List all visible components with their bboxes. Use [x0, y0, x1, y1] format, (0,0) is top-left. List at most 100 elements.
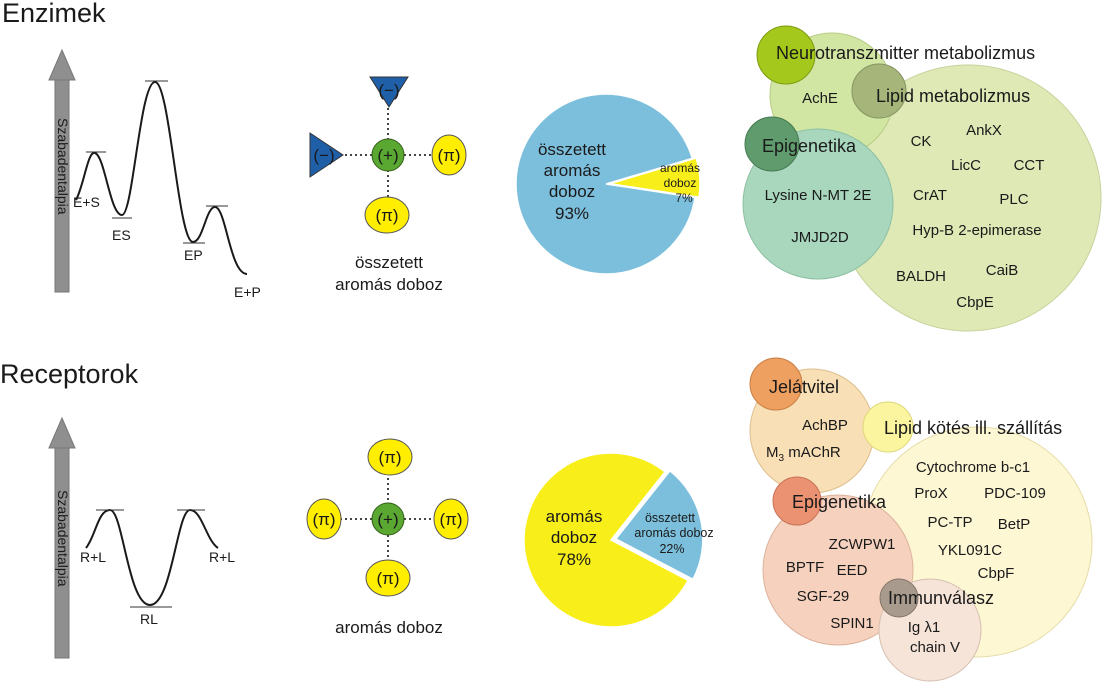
receptors-level-ticks [96, 509, 205, 608]
pi-ring-icon [433, 498, 469, 540]
pi-ring-icon [306, 498, 342, 540]
enz-item: CrAT [913, 187, 947, 204]
enz-neuro-dot [756, 25, 816, 85]
rec-lipid-title: Lipid kötés ill. szállítás [884, 418, 1062, 438]
rec-lipid-dot [862, 401, 914, 453]
pie-slice [609, 157, 701, 199]
machr-subscript: 3 [779, 453, 785, 464]
rec-item: SGF-29 [797, 588, 850, 605]
pie1-major-pct: 93% [555, 204, 589, 223]
pie2-minor-pct: 22% [659, 542, 684, 556]
rec-immun-title: Immunválasz [888, 588, 994, 608]
enz-right-sign: (π) [437, 146, 460, 165]
pie1-minor-label-line2: doboz [664, 176, 697, 190]
rec-signal-title: Jelátvitel [769, 377, 839, 397]
cation-icon [371, 138, 405, 172]
receptors-title: Receptorok [0, 359, 139, 389]
enz-top-sign: (−) [378, 81, 399, 100]
receptors-state-rl: RL [140, 611, 158, 627]
pie-slice [515, 93, 696, 275]
enzymes-aromatic-box [309, 76, 467, 234]
receptors-aromatic-box [306, 438, 469, 597]
rec-item: Cytochrome b-c1 [916, 459, 1030, 476]
pie2-minor-label-line1: összetett [645, 511, 696, 525]
enz-item: AnkX [966, 122, 1002, 139]
receptors-box-label: aromás doboz [335, 618, 443, 637]
enz-center-sign: (+) [377, 146, 398, 165]
receptors-bubbles [749, 357, 1093, 682]
pie2-major-pct: 78% [557, 550, 591, 569]
rec-item: CbpF [978, 565, 1015, 582]
enz-item: LicC [951, 157, 981, 174]
pie1-minor-label-line1: aromás [660, 161, 700, 175]
rec-immun-dot [879, 578, 919, 618]
enz-item: Lysine N-MT 2E [765, 187, 872, 204]
enz-item: CK [911, 133, 932, 150]
negative-charge-icon [369, 76, 409, 108]
rec-center-sign: (+) [377, 510, 398, 529]
pi-ring-icon [365, 559, 411, 597]
rec-bottom-sign: (π) [376, 569, 399, 588]
rec-item: SPIN1 [830, 615, 873, 632]
enzymes-axis-label: Szabadentalpia [55, 118, 71, 215]
enz-epi-dot [744, 116, 800, 172]
pie1-major-label-line3: doboz [549, 182, 595, 201]
enzymes-energy-arrow [48, 48, 76, 293]
rec-item: ProX [914, 485, 947, 502]
rec-top-sign: (π) [378, 448, 401, 467]
pie-slice [523, 452, 690, 628]
enzymes-box-label-line2: aromás doboz [335, 275, 443, 294]
rec-right-sign: (π) [439, 510, 462, 529]
pie1-major-label-line2: aromás [544, 161, 601, 180]
enz-item-ache: AchE [802, 90, 838, 107]
receptors-state-rl-free-left: R+L [80, 549, 106, 565]
enz-item: PLC [999, 191, 1028, 208]
machr-prefix: M [766, 444, 779, 461]
rec-item: BPTF [786, 559, 824, 576]
receptors-axis-label: Szabadentalpia [55, 490, 71, 587]
rec-epi-bubble [762, 494, 914, 646]
enz-item: CaiB [986, 262, 1019, 279]
enzymes-energy-curve [75, 80, 248, 275]
rec-item: BetP [998, 516, 1031, 533]
pie2-major-label-line2: doboz [551, 528, 597, 547]
rec-item: PC-TP [928, 514, 973, 531]
receptors-energy-curve [85, 508, 219, 607]
enzymes-bubbles [742, 25, 1102, 332]
rec-item-achbp: AchBP [802, 417, 848, 434]
enz-lipid-dot [851, 63, 907, 119]
enzymes-box-label-line1: összetett [355, 253, 423, 272]
rec-left-sign: (π) [312, 510, 335, 529]
rec-item-machr: M3 mAChR [766, 444, 841, 464]
rec-signal-dot [749, 357, 803, 411]
rec-epi-dot [772, 476, 822, 526]
receptors-pie-chart [523, 452, 704, 628]
rec-item: YKL091C [938, 542, 1002, 559]
receptors-energy-arrow [48, 416, 76, 659]
rec-item: ZCWPW1 [829, 536, 896, 553]
rec-item: chain V [910, 639, 960, 656]
enz-item: JMJD2D [791, 229, 849, 246]
enzymes-state-ep-free: E+P [234, 284, 261, 300]
pi-ring-icon [431, 134, 467, 176]
enzymes-state-es-free: E+S [73, 194, 100, 210]
rec-item: Ig λ1 [908, 619, 941, 636]
enz-neuro-title: Neurotranszmitter metabolizmus [776, 43, 1035, 63]
pie2-major-label-line1: aromás [546, 507, 603, 526]
enz-bottom-sign: (π) [375, 206, 398, 225]
pie1-major-label-line1: összetett [538, 140, 606, 159]
pi-ring-icon [367, 438, 413, 476]
enzymes-title: Enzimek [2, 0, 106, 28]
receptors-state-rl-free-right: R+L [209, 549, 235, 565]
enz-item: CbpE [956, 294, 994, 311]
enz-item: Hyp-B 2-epimerase [912, 222, 1041, 239]
enz-lipid-title: Lipid metabolizmus [876, 86, 1030, 106]
pie1-minor-pct: 7% [675, 191, 693, 205]
enzymes-level-ticks [86, 80, 228, 244]
cation-icon [371, 502, 405, 536]
pie2-minor-label-line2: aromás doboz [634, 526, 713, 540]
enz-item: CCT [1014, 157, 1045, 174]
enz-item: BALDH [896, 268, 946, 285]
rec-item: EED [837, 562, 868, 579]
